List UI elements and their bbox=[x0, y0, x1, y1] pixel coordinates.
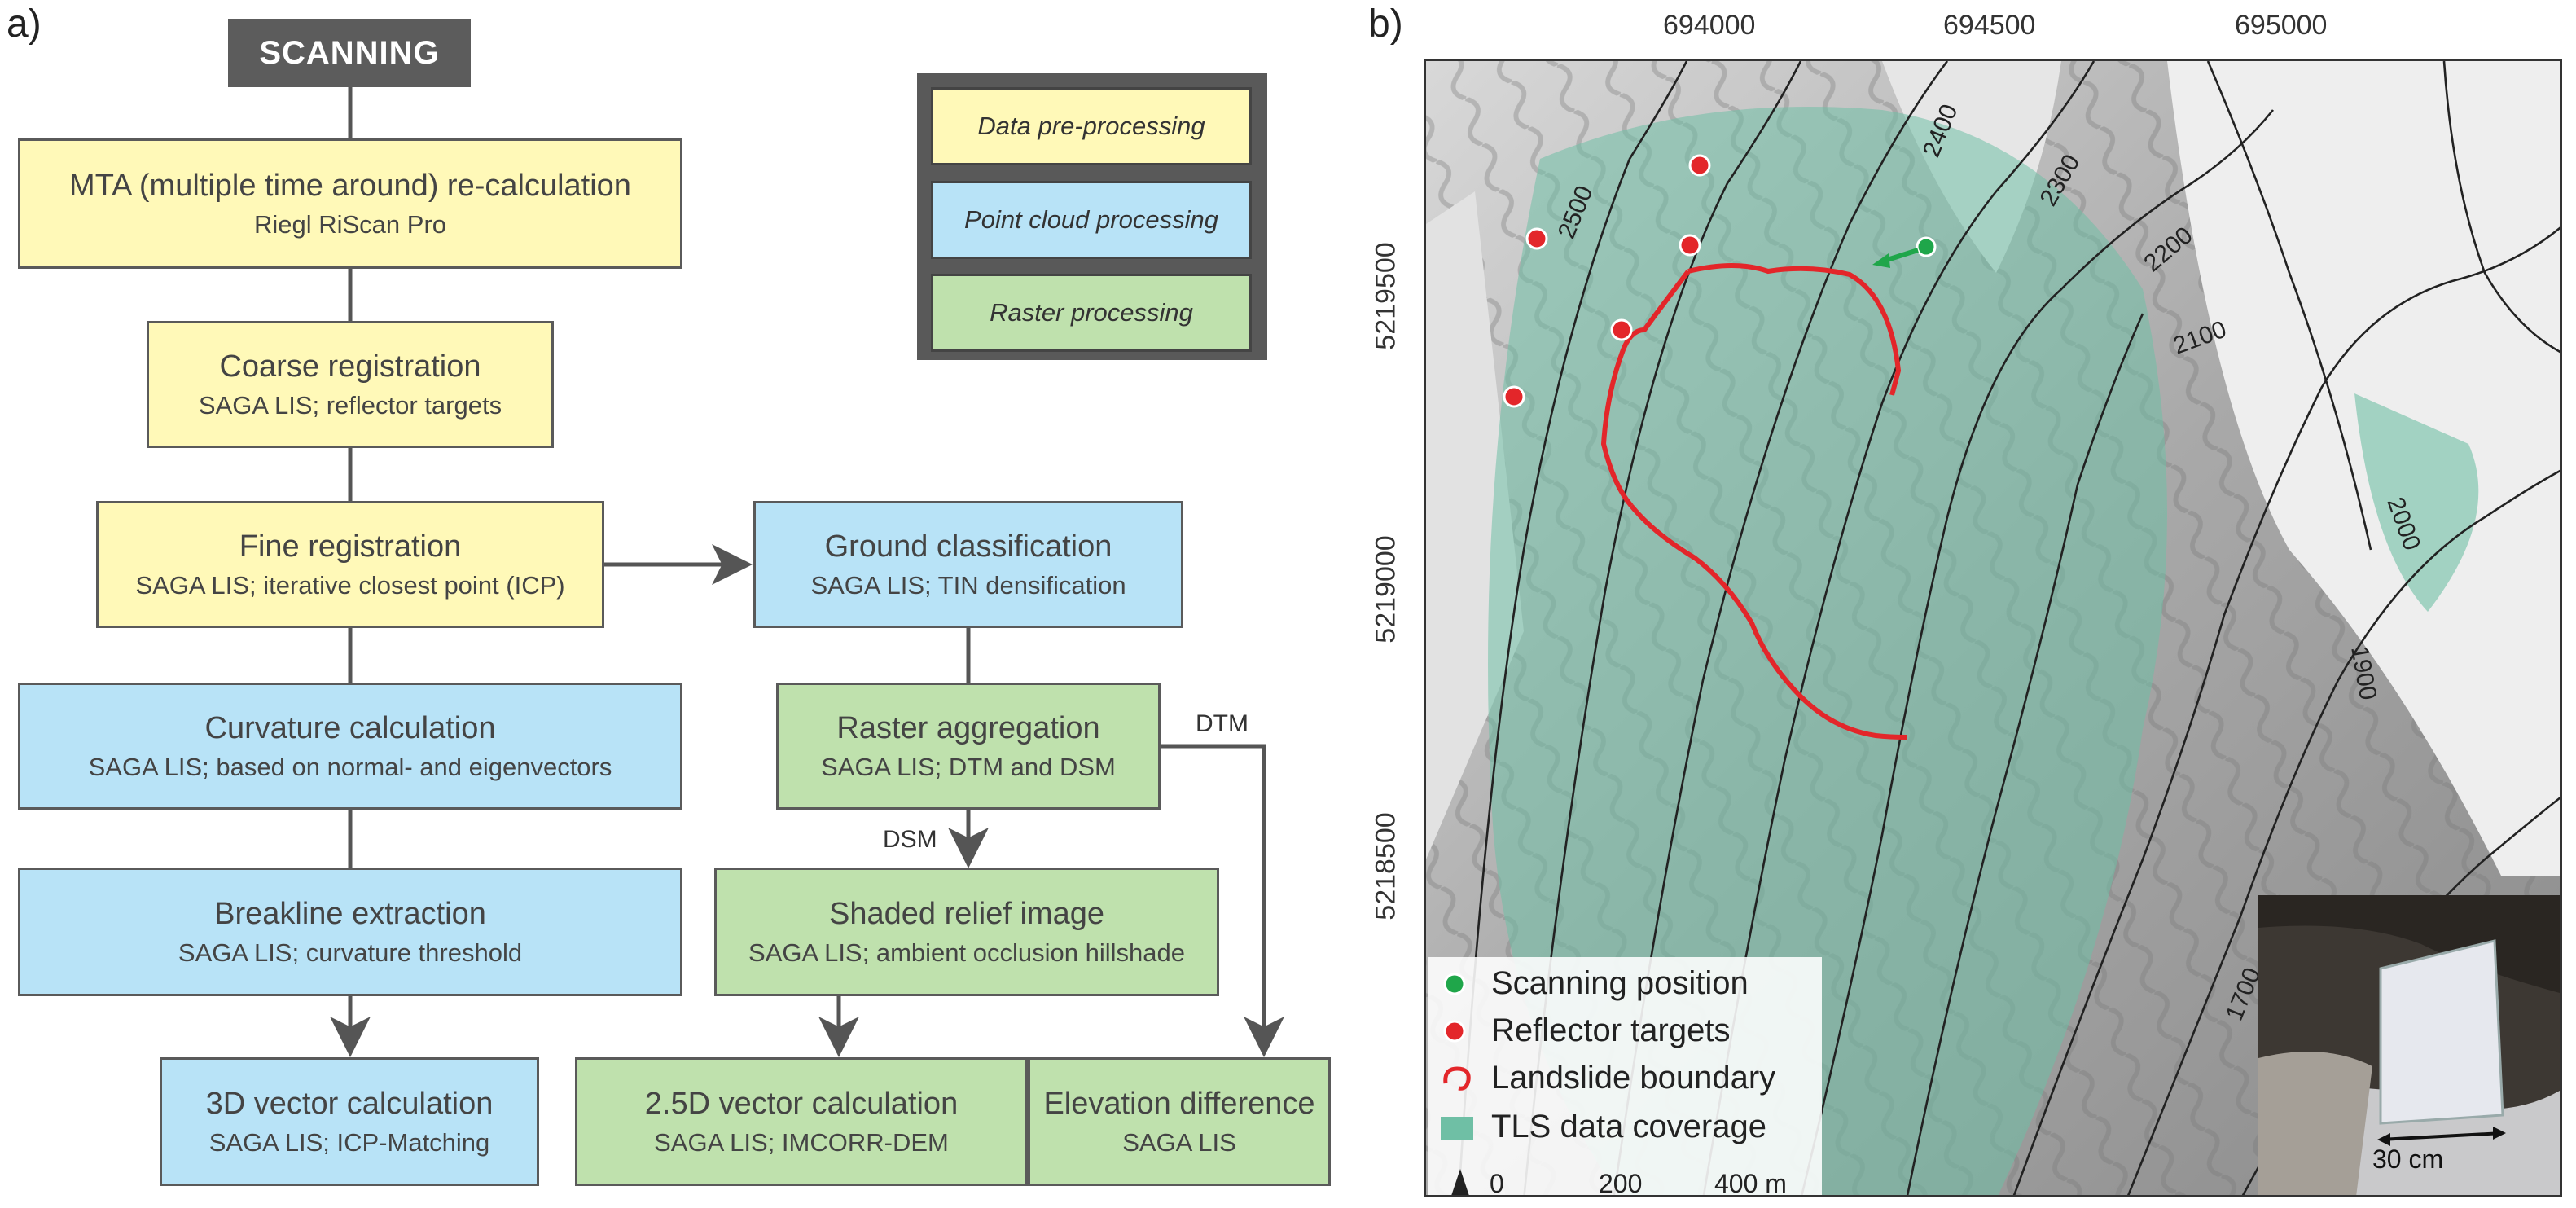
vector-3d-subtitle: SAGA LIS; ICP-Matching bbox=[208, 1127, 490, 1157]
contour-label-2400: 2400 bbox=[1918, 100, 1964, 160]
coarse-subtitle: SAGA LIS; reflector targets bbox=[198, 390, 502, 420]
flow-connectors bbox=[330, 87, 1284, 1057]
y-tick-5218500: 5218500 bbox=[1370, 812, 1402, 920]
red-dot-icon bbox=[1443, 1020, 1466, 1042]
coverage-swatch-icon bbox=[1441, 1116, 1473, 1140]
coarse-title: Coarse registration bbox=[219, 349, 481, 384]
green-dot-icon bbox=[1443, 973, 1466, 995]
legend-reflector-label: Reflector targets bbox=[1491, 1013, 1731, 1048]
fine-title: Fine registration bbox=[239, 529, 462, 564]
legend-reflector-targets: Reflector targets bbox=[1441, 1013, 1730, 1049]
contour-label-2500: 2500 bbox=[1553, 182, 1599, 242]
map-legend: Scanning position Reflector targets Land… bbox=[1428, 957, 1822, 1197]
elevdiff-title: Elevation difference bbox=[1043, 1087, 1315, 1122]
coarse-registration-box: Coarse registration SAGA LIS; reflector … bbox=[147, 321, 554, 448]
boundary-line-icon bbox=[1443, 1065, 1471, 1091]
contour-label-1900: 1900 bbox=[2346, 644, 2381, 701]
reflector-target bbox=[1679, 234, 1701, 257]
vector-25d-box: 2.5D vector calculation SAGA LIS; IMCORR… bbox=[575, 1057, 1028, 1186]
legend-scanning-position: Scanning position bbox=[1441, 965, 1749, 1002]
legend-coverage-label: TLS data coverage bbox=[1491, 1109, 1766, 1144]
x-tick-694000: 694000 bbox=[1663, 10, 1756, 41]
ground-classification-box: Ground classification SAGA LIS; TIN dens… bbox=[753, 501, 1183, 628]
reflector-photo-graphic bbox=[2258, 895, 2560, 1195]
shaded-relief-box: Shaded relief image SAGA LIS; ambient oc… bbox=[714, 868, 1219, 996]
north-arrow-icon bbox=[1451, 1169, 1469, 1195]
scanning-position-marker bbox=[1916, 236, 1937, 257]
contour-label-2300: 2300 bbox=[2034, 150, 2085, 210]
landslide-map: 2500 2400 2300 2200 2100 2000 1900 1800 … bbox=[1424, 59, 2562, 1197]
breakline-title: Breakline extraction bbox=[214, 897, 486, 932]
landslide-boundary bbox=[1687, 263, 1902, 396]
reflector-target bbox=[1525, 227, 1548, 250]
ground-subtitle: SAGA LIS; TIN densification bbox=[810, 570, 1126, 600]
curvature-subtitle: SAGA LIS; based on normal- and eigenvect… bbox=[88, 752, 612, 781]
mta-subtitle: Riegl RiScan Pro bbox=[253, 209, 447, 239]
contour-label-2100: 2100 bbox=[2170, 316, 2230, 360]
legend-point-cloud-processing: Point cloud processing bbox=[931, 181, 1252, 259]
fine-subtitle: SAGA LIS; iterative closest point (ICP) bbox=[135, 570, 565, 600]
x-tick-694500: 694500 bbox=[1943, 10, 2036, 41]
vector-3d-title: 3D vector calculation bbox=[205, 1087, 494, 1122]
mta-recalculation-box: MTA (multiple time around) re-calculatio… bbox=[18, 138, 682, 269]
scale-tick-0: 0 bbox=[1490, 1169, 1504, 1197]
x-tick-695000: 695000 bbox=[2235, 10, 2328, 41]
edge-label-dtm: DTM bbox=[1196, 710, 1249, 737]
fine-registration-box: Fine registration SAGA LIS; iterative cl… bbox=[96, 501, 604, 628]
vector-25d-title: 2.5D vector calculation bbox=[644, 1087, 959, 1122]
legend-data-preprocessing: Data pre-processing bbox=[931, 87, 1252, 165]
legend-tls-coverage: TLS data coverage bbox=[1441, 1109, 1766, 1145]
legend-landslide-boundary: Landslide boundary bbox=[1441, 1060, 1775, 1096]
mta-title: MTA (multiple time around) re-calculatio… bbox=[69, 169, 631, 204]
legend-boundary-label: Landslide boundary bbox=[1491, 1060, 1776, 1096]
contour-label-2200: 2200 bbox=[2139, 222, 2197, 277]
panel-a-label: a) bbox=[7, 2, 42, 46]
reflector-target bbox=[1688, 154, 1711, 177]
breakline-extraction-box: Breakline extraction SAGA LIS; curvature… bbox=[18, 868, 682, 996]
curvature-title: Curvature calculation bbox=[204, 711, 496, 746]
raster-aggregation-box: Raster aggregation SAGA LIS; DTM and DSM bbox=[776, 683, 1161, 810]
reflector-photo-inset: 30 cm bbox=[2258, 895, 2560, 1195]
scale-tick-400: 400 m bbox=[1714, 1169, 1787, 1197]
contour-label-2000: 2000 bbox=[2381, 494, 2425, 554]
legend-raster-processing: Raster processing bbox=[931, 274, 1252, 352]
shaded-subtitle: SAGA LIS; ambient occlusion hillshade bbox=[748, 938, 1185, 967]
curvature-calculation-box: Curvature calculation SAGA LIS; based on… bbox=[18, 683, 682, 810]
y-tick-5219000: 5219000 bbox=[1370, 535, 1402, 644]
elevation-difference-box: Elevation difference SAGA LIS bbox=[1028, 1057, 1331, 1186]
panel-b-label: b) bbox=[1368, 2, 1403, 46]
contour-lines bbox=[1458, 61, 2560, 1195]
scanning-start-node: SCANNING bbox=[228, 19, 471, 87]
edge-label-dsm: DSM bbox=[883, 826, 937, 853]
photo-scale-label: 30 cm bbox=[2372, 1144, 2444, 1174]
arrow-raster-elevdiff bbox=[1161, 744, 1284, 1057]
vector-3d-box: 3D vector calculation SAGA LIS; ICP-Matc… bbox=[160, 1057, 539, 1186]
ground-title: Ground classification bbox=[824, 529, 1112, 564]
vector-25d-subtitle: SAGA LIS; IMCORR-DEM bbox=[654, 1127, 949, 1157]
reflector-target bbox=[1503, 385, 1525, 408]
tls-coverage-scan-wedge bbox=[2354, 393, 2479, 612]
scale-tick-200: 200 bbox=[1599, 1169, 1643, 1197]
shaded-title: Shaded relief image bbox=[829, 897, 1104, 932]
elevdiff-subtitle: SAGA LIS bbox=[1122, 1127, 1236, 1157]
y-tick-5219500: 5219500 bbox=[1370, 242, 1402, 350]
reflector-target bbox=[1610, 318, 1633, 341]
raster-title: Raster aggregation bbox=[836, 711, 1100, 746]
legend-scanning-label: Scanning position bbox=[1491, 965, 1749, 1001]
raster-subtitle: SAGA LIS; DTM and DSM bbox=[821, 752, 1116, 781]
breakline-subtitle: SAGA LIS; curvature threshold bbox=[178, 938, 523, 967]
